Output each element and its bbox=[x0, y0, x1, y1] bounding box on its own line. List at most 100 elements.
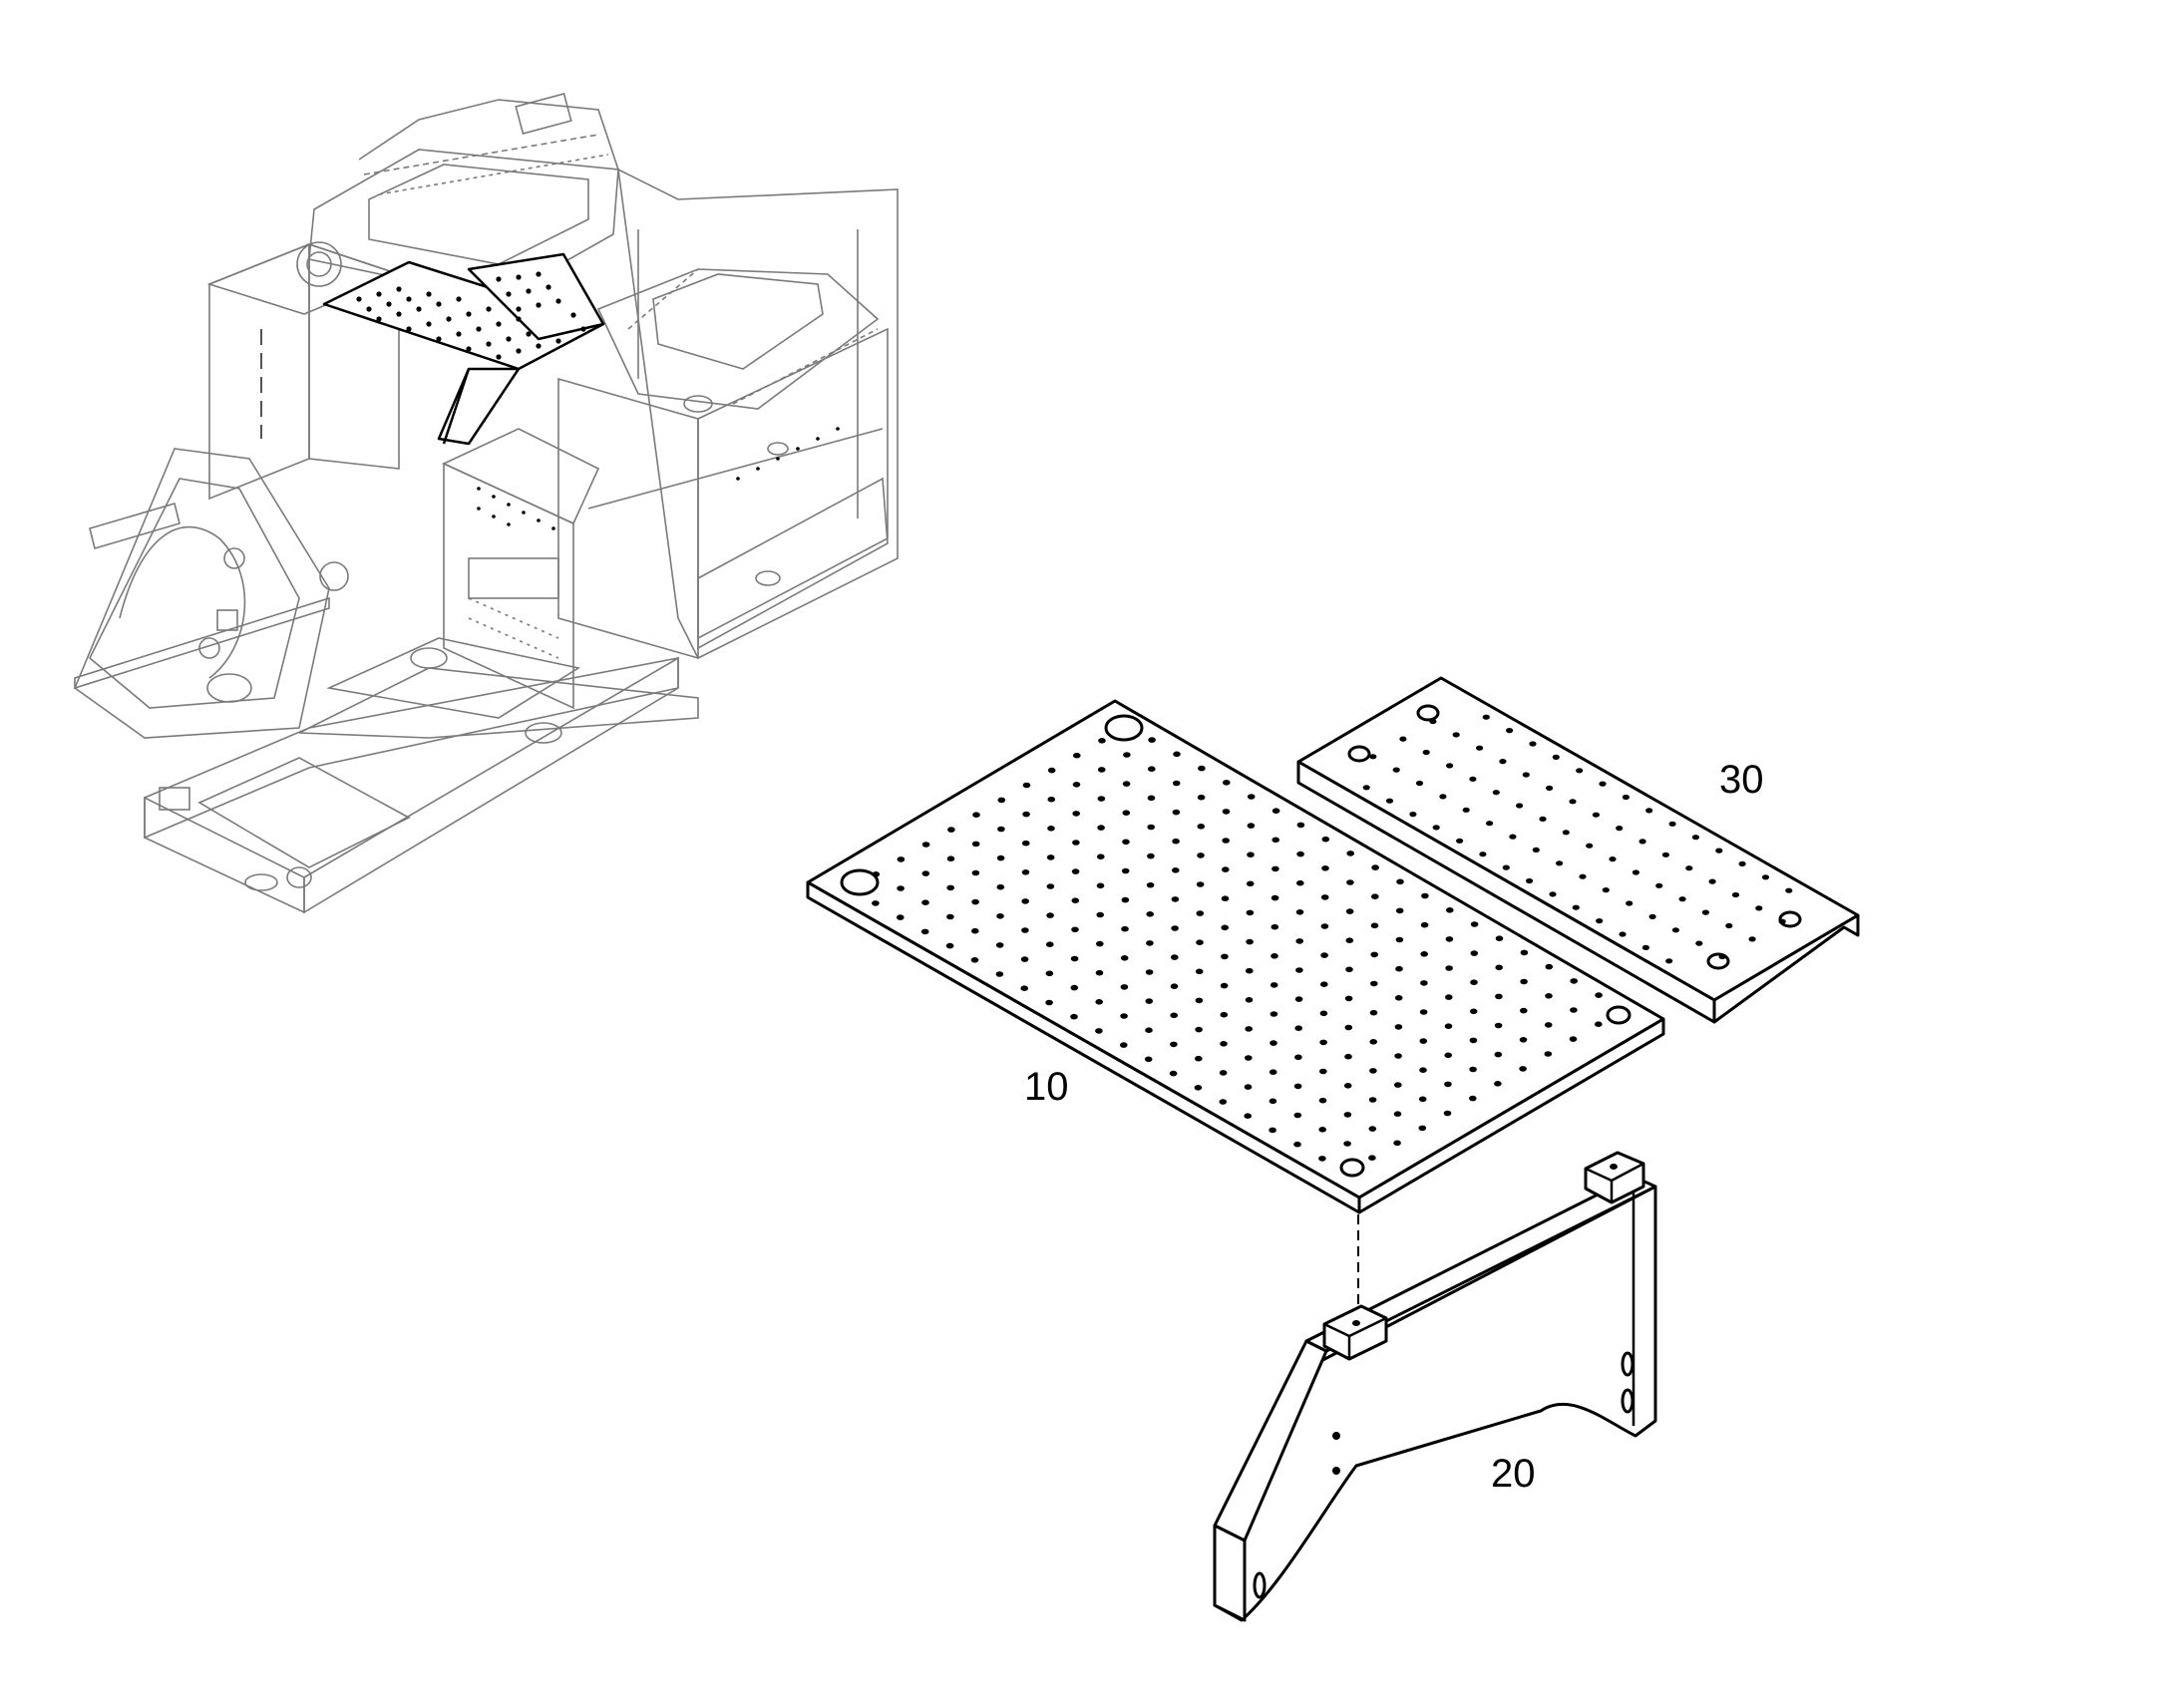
perforation-hole bbox=[1546, 785, 1554, 792]
perforation-hole bbox=[1394, 1082, 1402, 1088]
perforation-hole bbox=[1072, 840, 1080, 846]
perforation-hole bbox=[1570, 1007, 1578, 1013]
perforation-hole bbox=[1096, 940, 1104, 947]
perforation-hole bbox=[1145, 969, 1154, 975]
perforation-hole bbox=[996, 913, 1004, 919]
perforation-hole bbox=[997, 797, 1006, 804]
perforation-hole bbox=[1715, 848, 1723, 854]
perforation-hole bbox=[1269, 1069, 1277, 1075]
perforation-hole bbox=[1569, 799, 1577, 805]
perforation-hole bbox=[1318, 1127, 1326, 1133]
perforation-hole bbox=[1245, 1055, 1253, 1061]
perforation-hole bbox=[1445, 994, 1453, 1000]
perforation-hole bbox=[1271, 953, 1278, 959]
perforation-hole bbox=[1446, 763, 1454, 769]
perforation-hole bbox=[1394, 1053, 1402, 1059]
perforation-hole bbox=[1245, 1026, 1253, 1032]
perforation-hole bbox=[1223, 780, 1231, 786]
perforation-hole bbox=[1516, 803, 1524, 809]
perforation-hole bbox=[1321, 865, 1329, 871]
perforation-hole bbox=[1195, 968, 1204, 975]
perforation-hole bbox=[1221, 895, 1230, 901]
perforation-hole bbox=[1422, 749, 1430, 756]
perforation-hole bbox=[1495, 935, 1504, 941]
perforation-hole bbox=[1369, 754, 1377, 760]
perforation-hole bbox=[1539, 816, 1547, 823]
perforation-hole bbox=[1045, 999, 1053, 1006]
perforation-hole bbox=[1494, 1051, 1503, 1058]
perforation-hole bbox=[1695, 940, 1703, 946]
perforation-hole bbox=[1495, 964, 1503, 971]
perforation-hole bbox=[1045, 970, 1054, 977]
perforation-hole bbox=[1171, 954, 1179, 960]
perforation-hole bbox=[946, 855, 955, 861]
perforation-hole bbox=[1170, 1012, 1178, 1019]
perforation-hole bbox=[1121, 925, 1129, 932]
perforation-hole bbox=[1395, 936, 1404, 943]
callout-30: 30 bbox=[1719, 758, 1764, 802]
perforation-hole bbox=[1195, 1026, 1203, 1033]
perforation-hole bbox=[1172, 780, 1181, 787]
perforation-hole bbox=[1395, 907, 1404, 914]
perforation-hole bbox=[1343, 1141, 1351, 1147]
perforation-hole bbox=[1545, 993, 1553, 999]
perforation-hole bbox=[1370, 951, 1378, 958]
perforation-hole bbox=[1072, 811, 1080, 817]
perforation-hole bbox=[1120, 984, 1129, 990]
perforation-hole bbox=[1678, 896, 1686, 902]
perforation-hole bbox=[995, 971, 1004, 977]
perforation-hole bbox=[1197, 853, 1205, 858]
perforation-hole bbox=[1073, 752, 1081, 759]
perforation-hole bbox=[1071, 868, 1080, 874]
perforation-hole bbox=[1171, 925, 1179, 931]
perforation-hole bbox=[1021, 898, 1029, 904]
perforation-hole bbox=[1522, 772, 1530, 778]
perforation-hole bbox=[1415, 780, 1424, 787]
perforation-hole bbox=[1147, 853, 1155, 859]
perforation-hole bbox=[1499, 759, 1507, 765]
perforation-hole bbox=[1470, 950, 1479, 956]
perforation-hole bbox=[897, 885, 905, 891]
perforation-hole bbox=[946, 913, 954, 920]
perforation-hole bbox=[1046, 941, 1054, 947]
perforation-hole bbox=[1701, 909, 1709, 915]
perforation-hole bbox=[1671, 927, 1679, 933]
perforation-hole bbox=[1220, 1011, 1229, 1018]
perforation-hole bbox=[1529, 741, 1537, 747]
perforation-hole bbox=[1123, 752, 1131, 758]
perforation-hole bbox=[1691, 835, 1699, 841]
perforation-hole bbox=[1661, 852, 1669, 857]
perforation-hole bbox=[1655, 882, 1663, 888]
perforation-hole bbox=[1020, 956, 1029, 962]
perforation-hole bbox=[1479, 852, 1487, 857]
perforation-hole bbox=[1519, 1066, 1527, 1072]
perforation-hole bbox=[945, 942, 954, 949]
perforation-hole bbox=[1247, 823, 1256, 829]
perforation-hole bbox=[1370, 922, 1379, 929]
perforation-hole bbox=[1444, 1023, 1453, 1029]
perforation-hole bbox=[971, 898, 979, 905]
perforation-hole bbox=[1021, 869, 1030, 875]
perforation-hole bbox=[971, 841, 980, 848]
perforation-hole bbox=[1596, 918, 1604, 924]
perforation-hole bbox=[1572, 904, 1580, 910]
perforation-hole bbox=[1269, 1098, 1277, 1105]
perforation-hole bbox=[1532, 847, 1540, 854]
perforation-hole bbox=[1070, 955, 1079, 962]
perforation-hole bbox=[1520, 949, 1529, 956]
perforation-hole bbox=[1270, 982, 1278, 988]
perforation-hole bbox=[1096, 911, 1104, 918]
perforated-grating-plate-icon bbox=[806, 699, 1665, 1214]
perforation-hole bbox=[1244, 1113, 1252, 1119]
perforation-hole bbox=[1072, 782, 1081, 788]
perforation-hole bbox=[1393, 1111, 1402, 1117]
perforation-hole bbox=[1295, 938, 1303, 944]
perforation-hole bbox=[1409, 812, 1417, 818]
perforation-hole bbox=[1549, 891, 1557, 897]
perforation-hole bbox=[1196, 910, 1205, 916]
perforation-hole bbox=[872, 871, 881, 877]
perforation-hole bbox=[1148, 766, 1156, 772]
perforation-hole bbox=[1270, 1011, 1278, 1017]
perforation-hole bbox=[1502, 864, 1510, 870]
